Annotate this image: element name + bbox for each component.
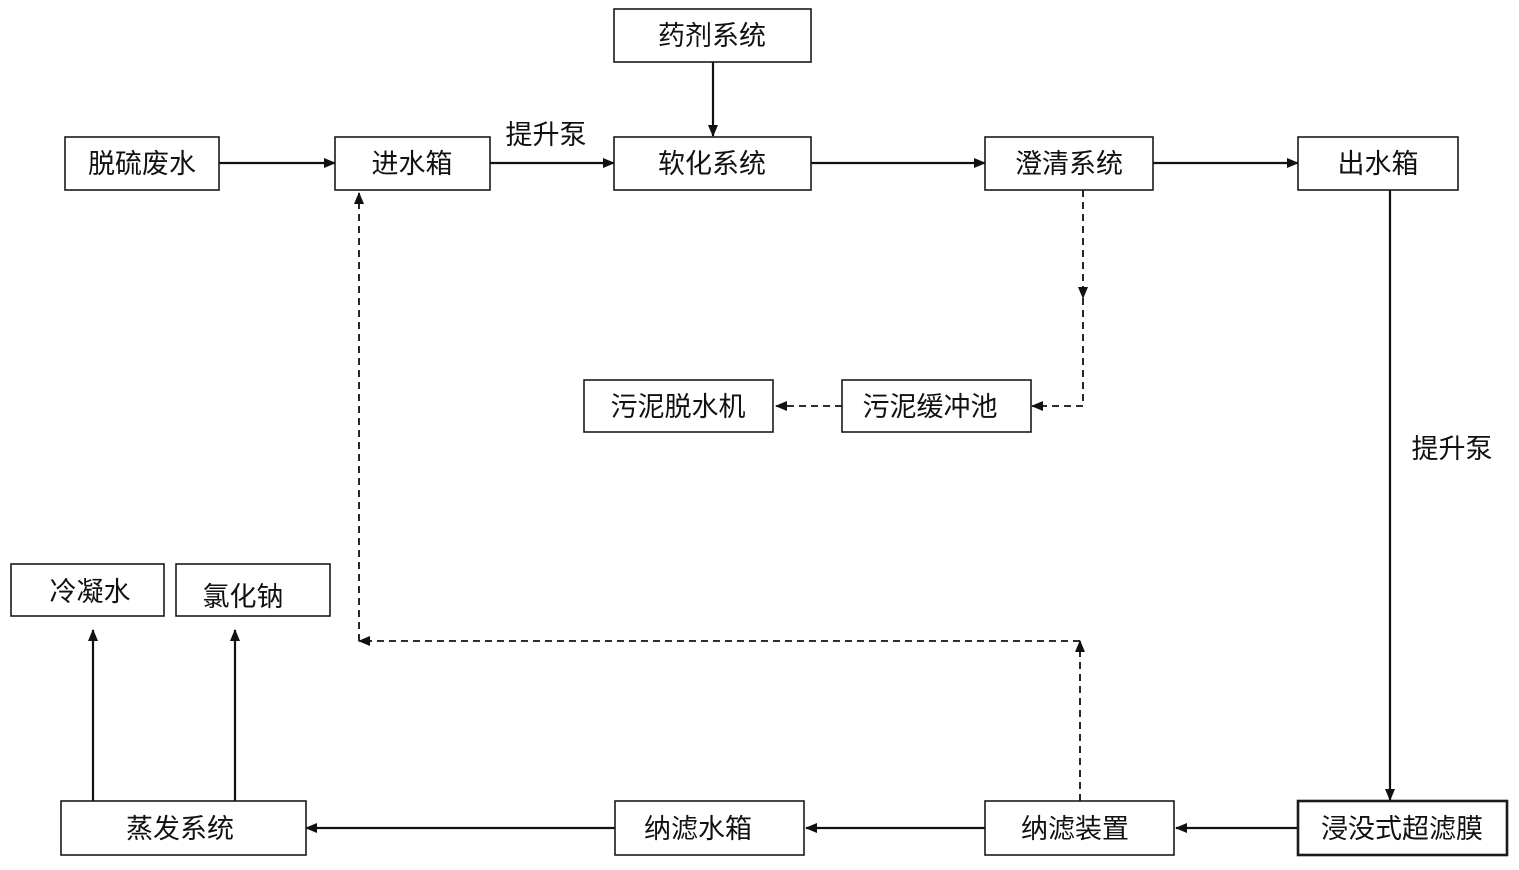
node-outlet-tank: 出水箱: [1297, 136, 1459, 191]
node-clarification-system: 澄清系统: [984, 136, 1154, 191]
node-evaporation-system: 蒸发系统: [60, 800, 307, 856]
node-label: 浸没式超滤膜: [1321, 814, 1483, 845]
node-label: 澄清系统: [1015, 149, 1123, 180]
node-label: 纳滤装置: [1021, 814, 1129, 845]
node-label: 进水箱: [372, 149, 453, 180]
node-label: 出水箱: [1338, 149, 1419, 180]
edges: [88, 62, 1395, 833]
node-softening-system: 软化系统: [613, 136, 812, 191]
node-label: 软化系统: [658, 149, 766, 180]
node-label: 蒸发系统: [126, 814, 234, 845]
node-label: 污泥缓冲池: [863, 392, 998, 423]
node-label: 脱硫废水: [88, 149, 196, 180]
node-label: 冷凝水: [50, 577, 131, 608]
node-nanofiltration-device: 纳滤装置: [984, 800, 1175, 856]
node-submerged-ultrafiltration: 浸没式超滤膜: [1296, 799, 1509, 857]
node-condensate-water: 冷凝水: [10, 563, 165, 617]
node-label: 药剂系统: [658, 21, 766, 52]
node-sodium-chloride: 氯化钠: [175, 563, 331, 617]
edge-label-lift-pump-right: 提升泵: [1412, 434, 1493, 465]
node-nanofiltration-tank: 纳滤水箱: [614, 800, 805, 856]
node-inlet-tank: 进水箱: [334, 136, 491, 191]
node-chemical-system: 药剂系统: [613, 8, 812, 63]
node-label: 污泥脱水机: [611, 392, 746, 423]
node-sludge-buffer-tank: 污泥缓冲池: [841, 379, 1032, 433]
node-label: 纳滤水箱: [644, 814, 752, 845]
node-sludge-dewatering-machine: 污泥脱水机: [583, 379, 774, 433]
edge-to-sludge-buffer-dashed: [1031, 298, 1084, 411]
node-label: 氯化钠: [203, 582, 284, 613]
node-desulfurization-wastewater: 脱硫废水: [64, 136, 220, 191]
edge-label-lift-pump-top: 提升泵: [506, 120, 587, 151]
